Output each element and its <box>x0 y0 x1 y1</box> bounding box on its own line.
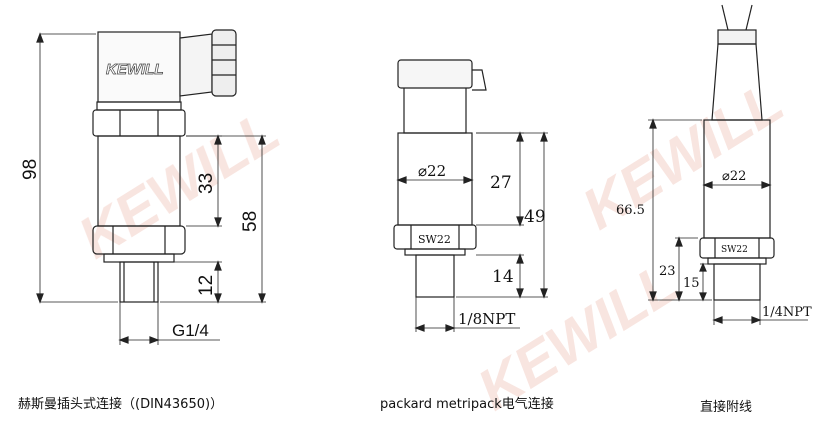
din-connector-head <box>97 31 181 103</box>
direct-hex-label: SW22 <box>721 245 748 255</box>
packard-sensor-drawing <box>393 59 548 332</box>
direct-cable-sensor-drawing <box>648 4 808 325</box>
direct-dim-dia: ⌀22 <box>722 169 746 184</box>
din-dim-thread-length: 12 <box>196 275 217 296</box>
direct-dim-15: 15 <box>683 276 700 291</box>
din-dim-thread: G1/4 <box>172 321 209 340</box>
packard-hex-label: SW22 <box>418 233 451 246</box>
din-sensor-drawing <box>36 29 266 345</box>
packard-dim-thread-length: 14 <box>492 267 514 287</box>
direct-dim-23: 23 <box>659 264 676 279</box>
packard-caption: packard metripack电气连接 <box>380 397 554 412</box>
din-upper-hex <box>92 109 186 137</box>
direct-thread <box>713 263 761 301</box>
watermark-left: KEWILL <box>68 98 291 271</box>
packard-dim-dia: ⌀22 <box>418 162 446 180</box>
direct-dim-thread: 1/4NPT <box>762 305 812 320</box>
din-dim-body: 33 <box>196 173 217 194</box>
watermark-right: KEWILL <box>571 69 794 242</box>
din-dim-total: 98 <box>20 159 41 180</box>
direct-caption: 直接附线 <box>700 400 753 415</box>
packard-plug-top <box>397 59 473 89</box>
watermark-group: KEWILL KEWILL KEWILL <box>68 69 795 423</box>
packard-neck <box>403 88 467 134</box>
din-gland-nut <box>211 29 237 97</box>
brand-logo-text: KEWILL <box>106 61 164 78</box>
din-thread <box>119 261 159 303</box>
direct-dim-overall: 66.5 <box>616 203 645 218</box>
packard-dim-body: 27 <box>490 173 512 193</box>
din-collar <box>96 101 182 111</box>
direct-cable-jacket <box>717 29 757 45</box>
din-caption: 赫斯曼插头式连接（(DIN43650)） <box>18 397 224 412</box>
packard-dim-overall: 49 <box>524 207 546 227</box>
packard-thread <box>415 254 455 298</box>
din-dim-overall: 58 <box>240 211 261 232</box>
packard-dim-thread: 1/8NPT <box>458 310 515 328</box>
din-cable-gland <box>179 33 213 97</box>
